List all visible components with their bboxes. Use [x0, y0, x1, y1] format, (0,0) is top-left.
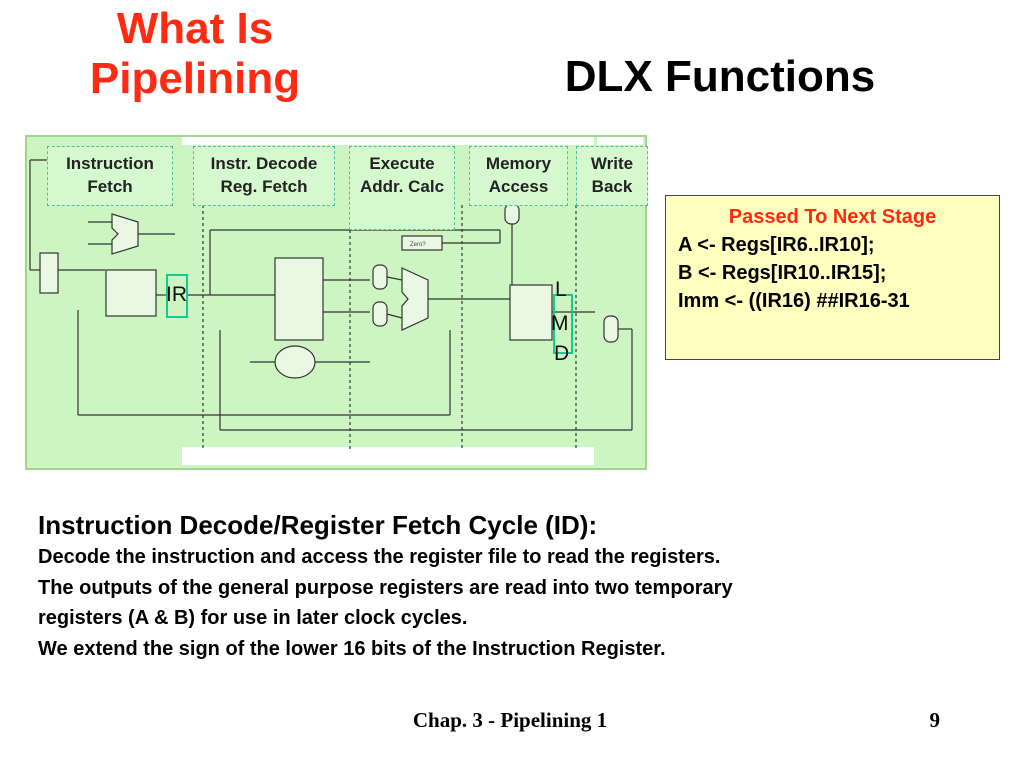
passed-to-next-stage-box: Passed To Next Stage A <- Regs[IR6..IR10…: [665, 195, 1000, 360]
footer-chapter: Chap. 3 - Pipelining 1: [412, 708, 608, 732]
stage-execute: Execute Addr. Calc: [349, 146, 455, 230]
section-title: What Is Pipelining: [60, 4, 330, 104]
section-title-line-1: What Is: [116, 4, 274, 53]
stage-write-back: Write Back: [576, 146, 648, 206]
stage-instruction-decode: Instr. Decode Reg. Fetch: [193, 146, 335, 206]
lmd-label-m: M: [551, 312, 569, 335]
body-line: The outputs of the general purpose regis…: [38, 576, 733, 599]
body-line: We extend the sign of the lower 16 bits …: [38, 637, 666, 660]
page-number: 9: [929, 708, 941, 732]
slide-title: DLX Functions: [564, 52, 876, 101]
zero-check-label: Zero?: [410, 242, 426, 248]
body-heading: Instruction Decode/Register Fetch Cycle …: [38, 510, 598, 540]
info-line-imm: Imm <- ((IR16) ##IR16-31: [678, 290, 910, 312]
ir-register-label: IR: [166, 283, 187, 306]
lmd-label-d: D: [554, 342, 570, 365]
info-line-a: A <- Regs[IR6..IR10];: [678, 234, 875, 256]
stage-instruction-fetch: Instruction Fetch: [47, 146, 173, 206]
lmd-register-highlight: [553, 294, 573, 354]
info-box-title: Passed To Next Stage: [728, 206, 937, 228]
stage-memory-access: Memory Access: [469, 146, 568, 206]
body-line: registers (A & B) for use in later clock…: [38, 607, 468, 629]
info-line-b: B <- Regs[IR10..IR15];: [678, 262, 887, 284]
section-title-line-2: Pipelining: [89, 54, 301, 103]
ir-register-highlight: [166, 274, 188, 318]
lmd-label-l: L: [555, 278, 567, 301]
body-text: Instruction Decode/Register Fetch Cycle …: [38, 508, 998, 664]
body-line: Decode the instruction and access the re…: [38, 546, 721, 568]
